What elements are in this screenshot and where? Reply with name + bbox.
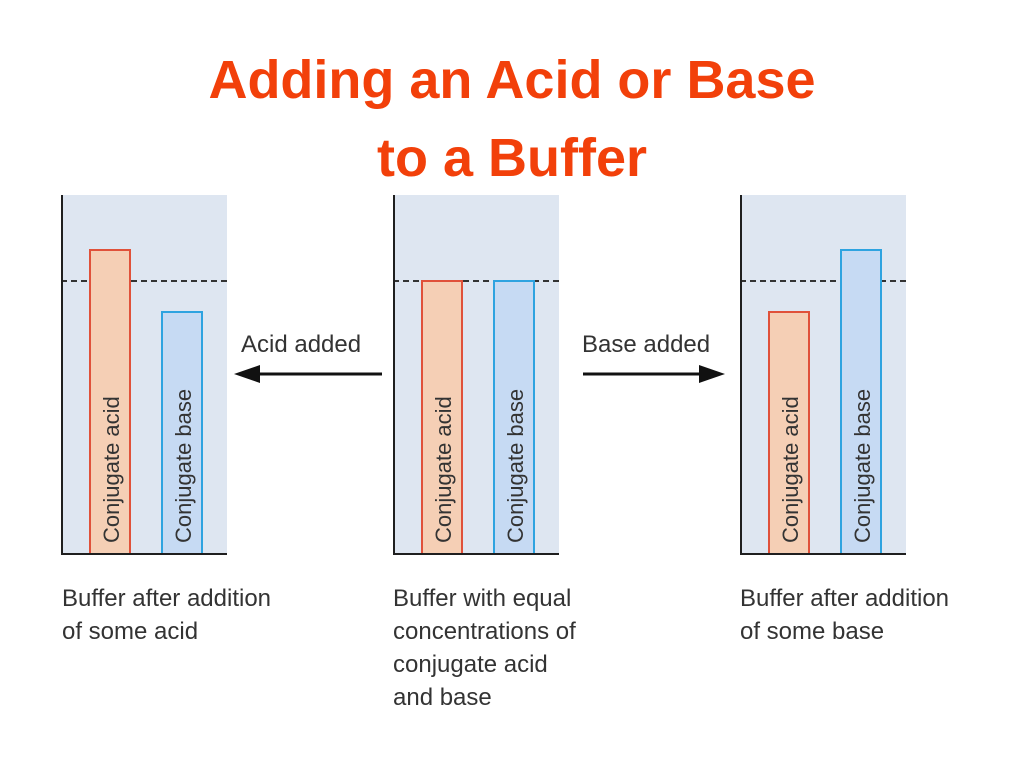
x-axis-line (393, 553, 559, 555)
caption-equal: Buffer with equal concentrations of conjug… (393, 582, 576, 714)
y-axis-line (393, 195, 395, 555)
x-axis-line (740, 553, 906, 555)
slide-title-line-2: to a Buffer (377, 128, 647, 188)
bar-label: Conjugate acid (778, 396, 803, 543)
bar-conjugate-acid: Conjugate acid (89, 249, 131, 553)
bar-label: Conjugate acid (99, 396, 124, 543)
left-arrow-icon (234, 365, 382, 383)
equal-concentration-reference-line (393, 280, 559, 282)
caption-line: Buffer after addition (62, 585, 272, 612)
bar-conjugate-base: Conjugate base (161, 311, 203, 553)
panel-base-added: Conjugate acid Conjugate base (740, 195, 906, 555)
slide-title-line-1: Adding an Acid or Base (208, 50, 816, 110)
y-axis-line (61, 195, 63, 555)
right-arrow-icon (583, 365, 725, 383)
bar-conjugate-acid: Conjugate acid (421, 280, 463, 553)
equal-concentration-reference-line (61, 280, 227, 282)
caption-line: Buffer with equal (393, 585, 572, 612)
bar-label: Conjugate base (850, 388, 875, 543)
caption-base-added: Buffer after addition of some base (740, 582, 949, 648)
y-axis-line (740, 195, 742, 555)
caption-line: and base (393, 684, 492, 711)
bar-label: Conjugate base (171, 388, 196, 543)
equal-concentration-reference-line (740, 280, 906, 282)
panel-acid-added: Conjugate acid Conjugate base (61, 195, 227, 555)
panel-equal: Conjugate acid Conjugate base (393, 195, 559, 555)
x-axis-line (61, 553, 227, 555)
bar-conjugate-acid: Conjugate acid (768, 311, 810, 553)
bar-label: Conjugate acid (431, 396, 456, 543)
caption-line: Buffer after addition (740, 585, 950, 612)
caption-acid-added: Buffer after addition of some acid (62, 582, 271, 648)
bar-label: Conjugate base (503, 388, 528, 543)
acid-added-label: Acid added (241, 331, 362, 358)
base-added-label: Base added (582, 331, 711, 358)
caption-line: conjugate acid (393, 651, 548, 678)
bar-conjugate-base: Conjugate base (493, 280, 535, 553)
bar-conjugate-base: Conjugate base (840, 249, 882, 553)
caption-line: of some acid (62, 618, 199, 645)
caption-line: concentrations of (393, 618, 576, 645)
caption-line: of some base (740, 618, 885, 645)
